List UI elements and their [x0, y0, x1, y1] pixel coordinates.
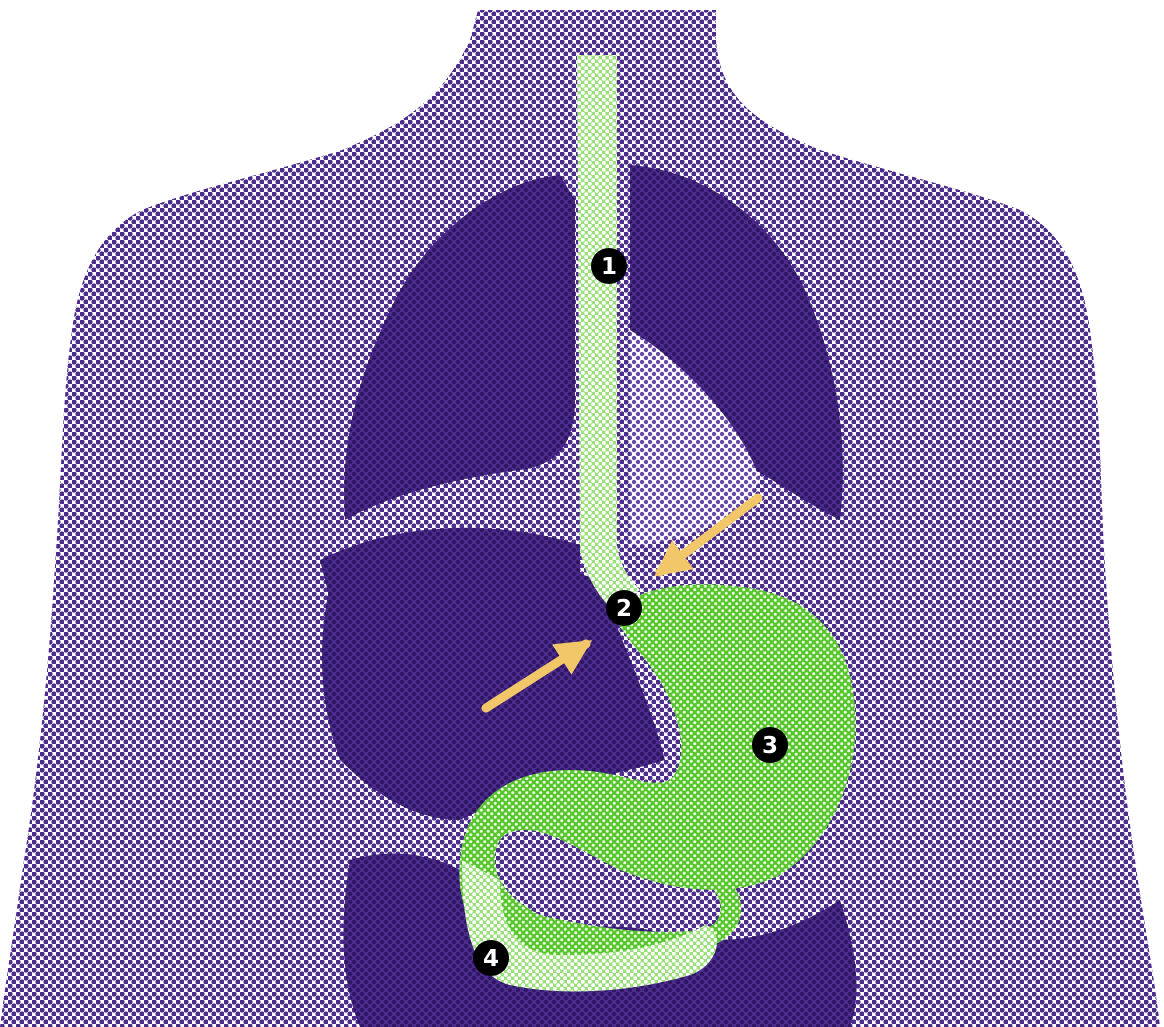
- marker-1: 1: [591, 248, 627, 284]
- marker-4: 4: [473, 940, 509, 976]
- marker-3: 3: [752, 727, 788, 763]
- marker-3-label: 3: [762, 733, 778, 759]
- marker-1-label: 1: [601, 254, 617, 280]
- marker-4-label: 4: [483, 946, 499, 972]
- marker-2-label: 2: [616, 596, 632, 622]
- marker-2: 2: [606, 590, 642, 626]
